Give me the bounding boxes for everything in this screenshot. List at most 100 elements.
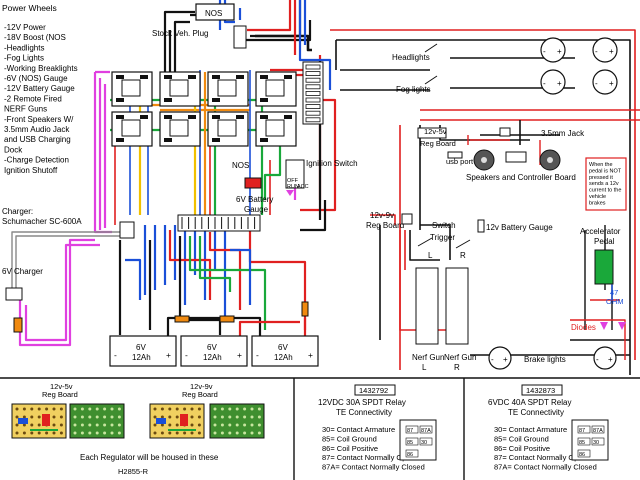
reg-12-9-board: [401, 213, 413, 225]
relay-diagram-pin-label: 87: [579, 428, 585, 434]
ign-off: OFF: [287, 178, 299, 184]
board-pad: [80, 423, 84, 427]
board-pad: [250, 423, 254, 427]
board-pad: [257, 407, 261, 411]
board-pad: [190, 415, 194, 419]
wire-frame-black2: [419, 120, 560, 230]
switch-label-1: Switch: [432, 221, 456, 230]
feature-item: -12V Power: [4, 23, 46, 32]
brake-label: Brake lights: [524, 355, 566, 364]
headlight-switch-icon: [424, 43, 438, 53]
relay-coil-icon: [265, 119, 285, 137]
nerf-l-letter: L: [428, 251, 433, 260]
board-pad: [168, 431, 172, 435]
relay-diagram-pin-label: 30: [593, 440, 599, 446]
battery-minus: -: [185, 350, 188, 360]
relay-terminal: [260, 98, 268, 102]
board-pad: [168, 423, 172, 427]
board-pad: [160, 415, 164, 419]
board-pad: [103, 407, 107, 411]
relay-terminal: [116, 75, 124, 79]
board-pad: [117, 407, 121, 411]
board-pad: [220, 407, 224, 411]
wire-black-top: [163, 0, 312, 85]
lamp-minus: -: [595, 79, 598, 88]
feature-item: -2 Remote Fired: [4, 94, 62, 103]
feature-list: Power Wheels -12V Power-18V Boost (NOS-H…: [2, 3, 78, 175]
board-pad: [160, 431, 164, 435]
board-pad: [228, 423, 232, 427]
relay-terminal: [116, 138, 124, 142]
board-pad: [103, 415, 107, 419]
battery-plus: +: [308, 350, 313, 360]
board-pad: [73, 423, 77, 427]
wire-reg9-black: [379, 224, 451, 340]
reg-module: [69, 403, 125, 439]
board-pad: [37, 423, 41, 427]
board-pad: [243, 431, 247, 435]
gauge-12v-label: 12v Battery Gauge: [486, 223, 553, 232]
feature-list-title: Power Wheels: [2, 3, 57, 13]
board-pad: [110, 431, 114, 435]
board-pad: [95, 407, 99, 411]
pedal-note-box: [585, 157, 627, 211]
relay-coil-icon: [265, 79, 285, 97]
relay-terminal: [212, 115, 220, 119]
speaker-right-cone-icon: [547, 157, 553, 163]
feature-item: -Fog Lights: [4, 54, 44, 63]
battery-plus: +: [166, 350, 171, 360]
jack-socket: [499, 127, 511, 137]
wire-gray-charger: [11, 231, 120, 288]
charger-model: Schumacher SC-600A: [2, 217, 82, 226]
brake-bulb-icon: [593, 346, 617, 370]
wire-battery-link-2: [238, 320, 300, 336]
board-pad: [197, 407, 201, 411]
board-pad: [37, 431, 41, 435]
board-pad: [22, 407, 26, 411]
nerf-r-label-2: R: [454, 363, 460, 372]
board-pad: [153, 415, 157, 419]
ignition-switch: [285, 159, 305, 189]
board-pad: [197, 423, 201, 427]
relay-terminal: [260, 75, 268, 79]
relay-module: [159, 111, 201, 147]
wire-harness-black: [118, 236, 222, 335]
inline-fuse-2: [219, 315, 235, 323]
board-component: [180, 414, 188, 426]
battery-case: [109, 335, 177, 367]
diode-icon-1: [600, 322, 608, 330]
relay-terminal: [140, 115, 148, 119]
board-pad: [243, 407, 247, 411]
pedal-note-line: sends a 12v: [589, 181, 619, 187]
feature-item: Ignition Shutoff: [4, 166, 58, 175]
board-pad: [257, 415, 261, 419]
relay-terminal: [212, 75, 220, 79]
board-pad: [160, 407, 164, 411]
gauge-6v-label: 6V Battery: [236, 195, 273, 204]
relay-terminal: [116, 115, 124, 119]
board-pad: [59, 423, 63, 427]
board-pad: [220, 431, 224, 435]
relay-terminal: [164, 138, 172, 142]
lamp-plus: +: [557, 47, 562, 56]
relay-coil-icon: [121, 119, 141, 137]
relay-pin-desc: 87A= Contact Normally Closed: [494, 463, 597, 472]
board-pad: [235, 407, 239, 411]
fuse-ticks: [305, 64, 321, 123]
board-pad: [80, 431, 84, 435]
board-pad: [88, 423, 92, 427]
charger-label: Charger:: [2, 207, 33, 216]
reg-protoboard: [149, 403, 205, 439]
relay-diagram-pin-label: 85: [579, 440, 585, 446]
board-pad: [103, 423, 107, 427]
reg-12-5-label-1: 12v-5v: [424, 127, 447, 136]
board-pad: [175, 407, 179, 411]
relay-terminal: [140, 75, 148, 79]
board-pad: [235, 431, 239, 435]
battery-case: [251, 335, 319, 367]
wire-harness-blue2: [125, 248, 252, 305]
